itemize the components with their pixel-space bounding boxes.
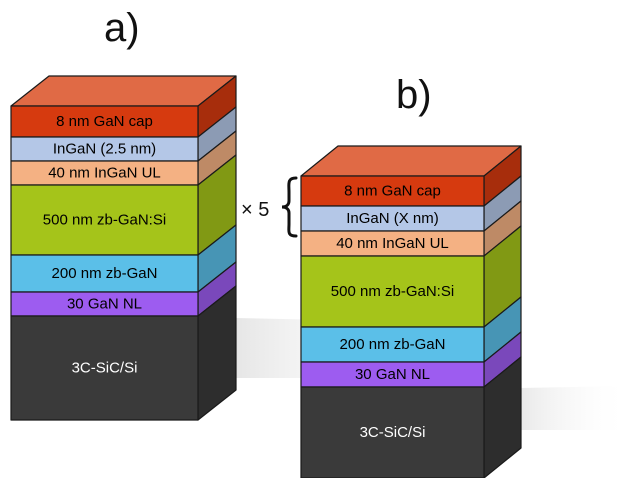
panel_a-layer-cap-label: 8 nm GaN cap: [56, 113, 153, 130]
panel_b-layer-ul-label: 40 nm InGaN UL: [336, 235, 449, 252]
panel_a-layer-ul-label: 40 nm InGaN UL: [48, 165, 161, 182]
panel_a-layer-zb-gan-label: 200 nm zb-GaN: [52, 265, 158, 282]
panel_b-layer-substrate: [300, 386, 485, 478]
panel_a-layer-ingan-label: InGaN (2.5 nm): [53, 141, 156, 158]
panel_a-layer-substrate: [10, 315, 199, 421]
panel_b-layer-ingan-label: InGaN (X nm): [346, 210, 439, 227]
panel_a-layer-zb-gan: [10, 254, 199, 293]
panel_a-layer-gan-si-label: 500 nm zb-GaN:Si: [43, 212, 166, 229]
panel_a-layer-nl: [10, 291, 199, 317]
panel_b-layer-nl: [300, 361, 485, 388]
panel_b-layer-zb-gan-label: 200 nm zb-GaN: [340, 336, 446, 353]
panel_b-layer-ul: [300, 230, 485, 257]
panel_a-layer-ingan: [10, 136, 199, 162]
panel_b-layer-substrate-label: 3C-SiC/Si: [360, 424, 426, 441]
repeat-marker: × 5: [241, 176, 298, 238]
panel_b-layer-gan-si-label: 500 nm zb-GaN:Si: [331, 283, 454, 300]
panel_b-layer-zb-gan: [300, 326, 485, 363]
panel_a-layer-nl-label: 30 GaN NL: [67, 296, 142, 313]
panel_b-layer-cap: [300, 175, 485, 207]
curly-brace-icon: [281, 176, 298, 238]
panel_a-layer-substrate-label: 3C-SiC/Si: [72, 360, 138, 377]
panel_a-layer-ul: [10, 160, 199, 186]
panel_a-top-face: [10, 75, 237, 107]
panel_b-layer-cap-label: 8 nm GaN cap: [344, 183, 441, 200]
stack-b-shadow: [520, 386, 630, 430]
panel-a-label: a): [104, 6, 140, 50]
repeat-multiplier-label: × 5: [241, 199, 269, 221]
panel_b-layer-nl-label: 30 GaN NL: [355, 366, 430, 383]
panel_a-layer-cap: [10, 105, 199, 138]
panel_a-layer-gan-si: [10, 184, 199, 256]
panel-b-label: b): [396, 73, 432, 117]
panel_b-top-face: [300, 145, 522, 177]
panel_b-layer-gan-si: [300, 255, 485, 328]
